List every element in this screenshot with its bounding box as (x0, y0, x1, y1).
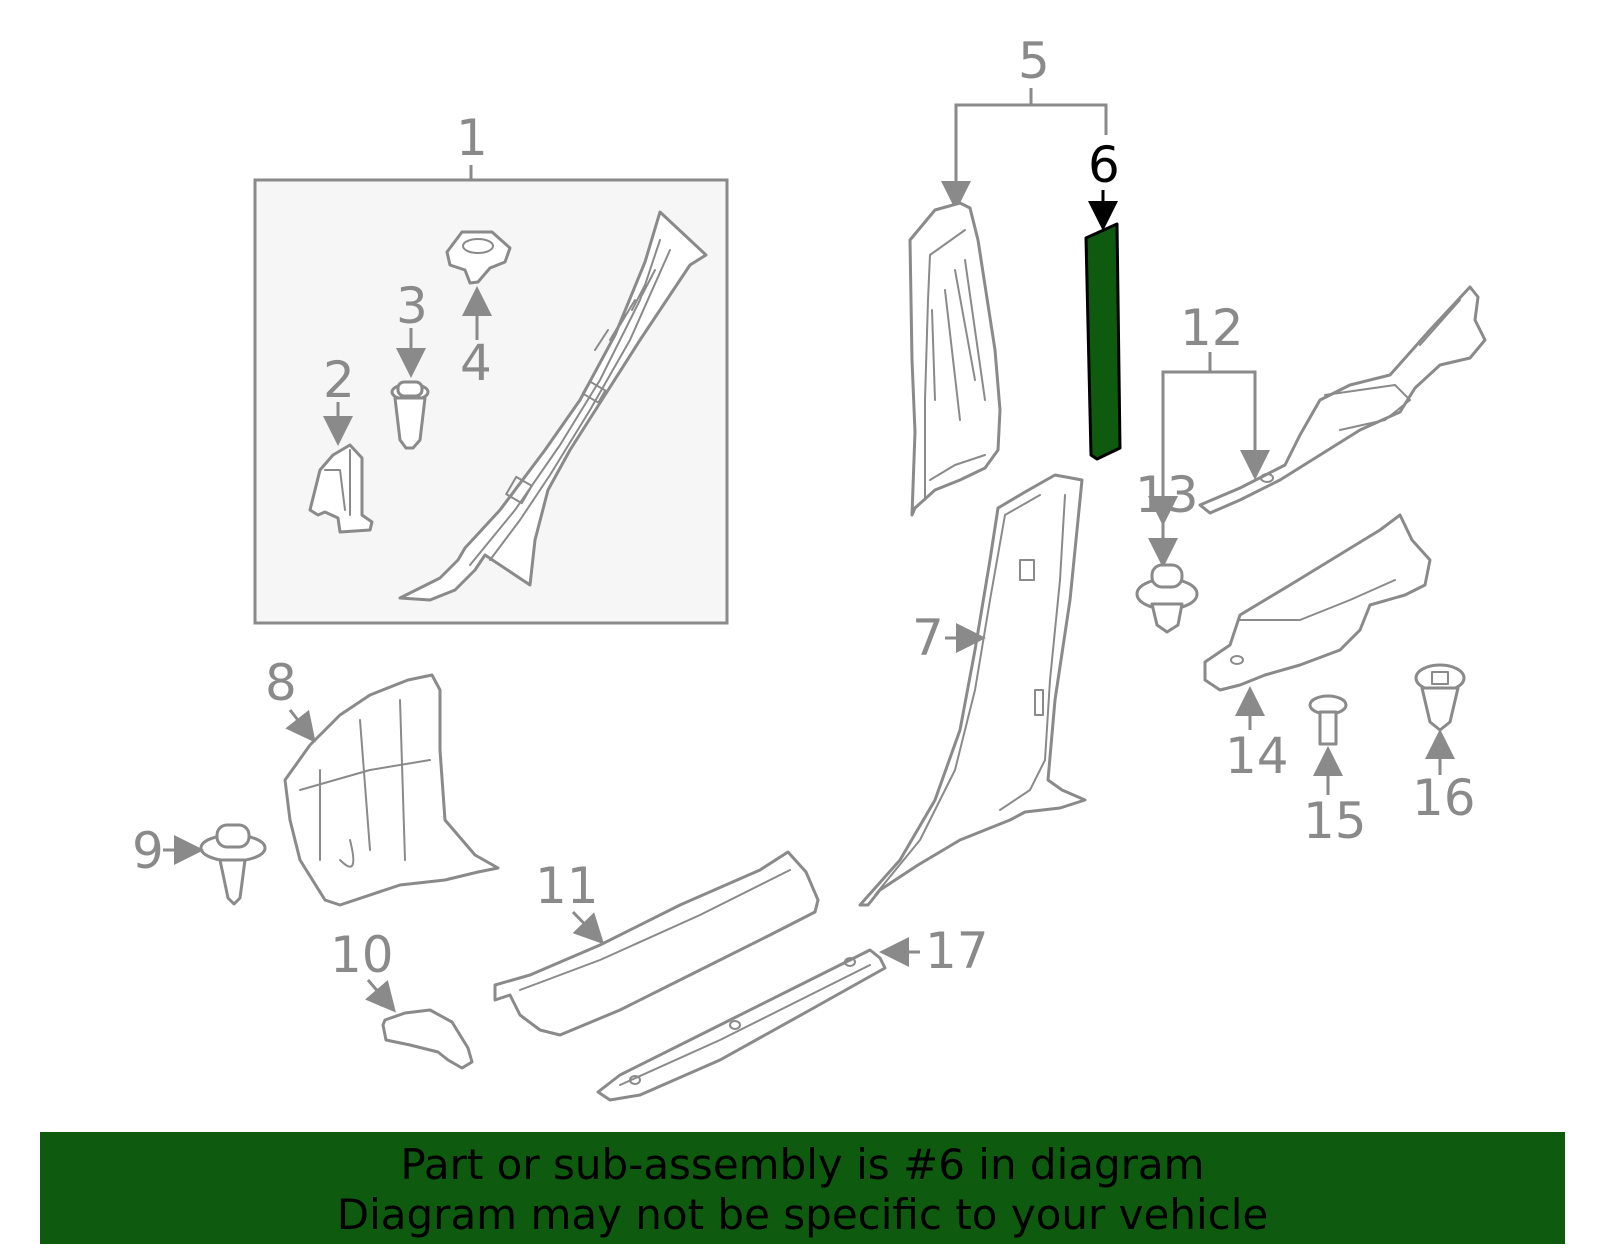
label-1: 1 (456, 109, 488, 167)
part-9-group[interactable]: 9 (132, 822, 267, 906)
label-13: 13 (1135, 466, 1199, 524)
leader-10 (364, 979, 396, 1013)
b-pillar-upper-trim (908, 201, 1002, 517)
label-4: 4 (460, 334, 492, 392)
leader-8 (285, 709, 316, 743)
label-15: 15 (1303, 792, 1367, 850)
label-12: 12 (1180, 299, 1244, 357)
part-8-group[interactable]: 8 (265, 654, 500, 907)
rear-pillar-trim (1198, 285, 1487, 515)
label-17: 17 (925, 922, 989, 980)
part-16-group[interactable]: 16 (1412, 663, 1476, 827)
part-6-shape[interactable] (1084, 222, 1122, 461)
push-pin-part-3 (390, 380, 430, 450)
part-13-group[interactable]: 13 (1135, 466, 1199, 634)
part-6-highlight[interactable]: 6 (1084, 136, 1122, 461)
label-16: 16 (1412, 769, 1476, 827)
label-3: 3 (396, 277, 428, 335)
part-1-group[interactable]: 1 2 3 4 (253, 109, 729, 625)
part-15-group[interactable]: 15 (1303, 694, 1367, 850)
part-12-group[interactable]: 12 (1148, 285, 1487, 526)
banner-line-1: Part or sub-assembly is #6 in diagram (400, 1140, 1205, 1189)
sill-plate (493, 850, 820, 1037)
part-10-group[interactable]: 10 (330, 926, 474, 1070)
notice-banner: Part or sub-assembly is #6 in diagram Di… (40, 1132, 1565, 1244)
label-11: 11 (535, 857, 599, 915)
clip-part-2 (308, 443, 374, 534)
a-pillar-trim (398, 210, 708, 602)
b-pillar-lower-trim (858, 473, 1087, 907)
kick-panel (283, 673, 500, 907)
rear-bracket (1203, 513, 1432, 692)
part-14-group[interactable]: 14 (1203, 513, 1432, 785)
part-7-group[interactable]: 7 (858, 473, 1087, 907)
banner-line-2: Diagram may not be specific to your vehi… (336, 1190, 1269, 1239)
label-5: 5 (1018, 32, 1050, 90)
leader-11 (571, 910, 605, 945)
label-7: 7 (912, 609, 944, 667)
clip-part-4 (445, 230, 512, 285)
label-14: 14 (1225, 727, 1289, 785)
part-10-bracket (381, 1008, 474, 1070)
label-10: 10 (330, 926, 394, 984)
label-6: 6 (1088, 136, 1120, 194)
part-5-group[interactable]: 5 (908, 32, 1108, 517)
part-11-group[interactable]: 11 (493, 850, 820, 1037)
label-9: 9 (132, 822, 164, 880)
label-8: 8 (265, 654, 297, 712)
label-2: 2 (323, 351, 355, 409)
part-17-group[interactable]: 17 (596, 922, 989, 1102)
